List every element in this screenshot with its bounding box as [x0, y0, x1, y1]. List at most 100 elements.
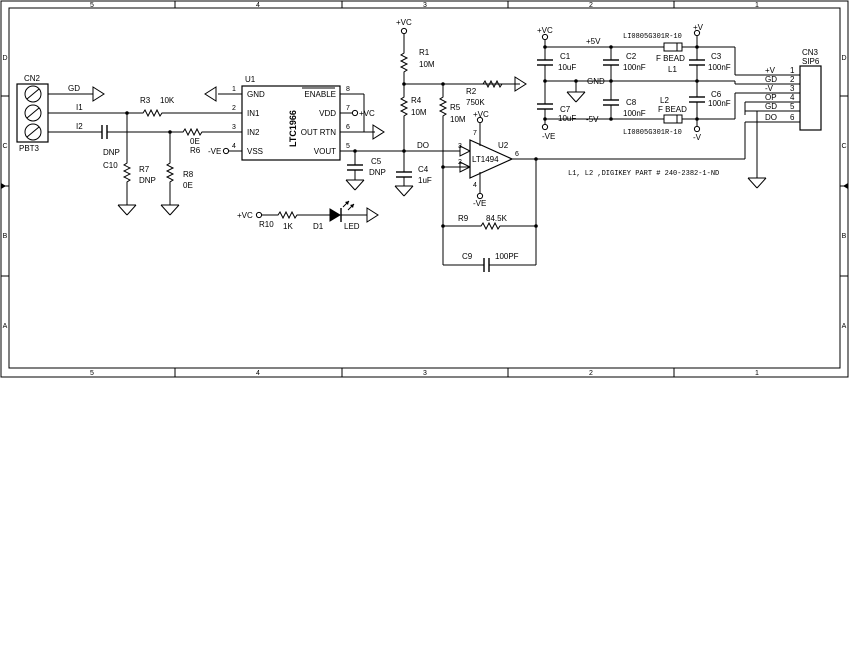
u1-part: LTC1966 — [288, 110, 298, 147]
u1-pin8-name: ENABLE — [304, 90, 336, 99]
frame-row-right-D: D — [841, 55, 846, 62]
cn3-pin1-num: 1 — [790, 66, 795, 75]
net-label-i2: I2 — [76, 122, 83, 131]
cn3-pin5-net: GD — [765, 102, 777, 111]
cn3-pin3-num: 3 — [790, 84, 795, 93]
l2-ref: L2 — [660, 96, 669, 105]
c6-ref: C6 — [711, 90, 722, 99]
u1-pin2-num: 2 — [232, 105, 236, 112]
c3-value: 100nF — [708, 63, 731, 72]
part-note: L1, L2 ,DIGIKEY PART # 240-2382-1-ND — [568, 170, 719, 178]
wire-i1: I1 R3 10K R7 DNP — [48, 96, 218, 216]
u1-pin5-name: VOUT — [314, 147, 336, 156]
cn3-ref: CN3 — [802, 48, 819, 57]
supply-5v-pos: +5V — [586, 37, 601, 46]
frame-col-bottom-3: 3 — [423, 370, 427, 377]
frame-col-top-1: 1 — [755, 2, 759, 9]
c7-ref: C7 — [560, 105, 571, 114]
r9-ref: R9 — [458, 214, 469, 223]
u1-vss-net: -VE — [208, 147, 221, 156]
frame-col-top-2: 2 — [589, 2, 593, 9]
frame-col-bottom-5: 5 — [90, 370, 94, 377]
frame-row-right-A: A — [842, 323, 847, 330]
u1-ref: U1 — [245, 75, 256, 84]
c8-ref: C8 — [626, 98, 637, 107]
wire-gd: GD — [48, 84, 105, 102]
u1-pin6-name: OUT RTN — [301, 128, 336, 137]
u2-pin-in-n: 2 — [458, 159, 462, 166]
cn3-connector: CN3 SIP6 1 2 3 4 5 6 +V GD -V OP GD DO — [765, 48, 822, 131]
c1-ref: C1 — [560, 52, 571, 61]
supply-gnd: GND — [587, 77, 605, 86]
r1-net: +VC — [396, 18, 412, 27]
r1-ref: R1 — [419, 48, 430, 57]
r10-net: +VC — [237, 211, 253, 220]
net-label-i1: I1 — [76, 103, 83, 112]
cn3-pin4-num: 4 — [790, 93, 795, 102]
c4-ref: C4 — [418, 165, 429, 174]
r9-value: 84.5K — [486, 214, 508, 223]
r10-value: 1K — [283, 222, 293, 231]
c1-value: 10uF — [558, 63, 576, 72]
r2-resistor: R2 750K — [441, 76, 527, 107]
u1-pin4-name: VSS — [247, 147, 263, 156]
u2-pin-in-p: 3 — [458, 143, 462, 150]
l2-value: F BEAD — [658, 105, 687, 114]
net-label-gd: GD — [68, 84, 80, 93]
u1-pin8-num: 8 — [346, 86, 350, 93]
drawing-frame: 5 4 3 2 1 5 4 3 2 1 D C B A D C B A — [0, 0, 849, 378]
cn3-pin2-num: 2 — [790, 75, 795, 84]
d1-ref: D1 — [313, 222, 324, 231]
c10-ref: C10 — [103, 161, 118, 170]
c4-value: 1uF — [418, 176, 432, 185]
u1-pin7-name: VDD — [319, 109, 336, 118]
frame-col-top-3: 3 — [423, 2, 427, 9]
c3-ref: C3 — [711, 52, 722, 61]
u2-net-vn: -VE — [473, 199, 486, 208]
r5-value: 10M — [450, 115, 466, 124]
l1-value: F BEAD — [656, 54, 685, 63]
cn3-pin1-net: +V — [765, 66, 776, 75]
cn3-pin6-net: DO — [765, 113, 777, 122]
l1-ref: L1 — [668, 65, 677, 74]
u2-pin-vp: 7 — [473, 130, 477, 137]
u1-pin6-num: 6 — [346, 124, 350, 131]
r8-ref: R8 — [183, 170, 194, 179]
cn3-pin2-net: GD — [765, 75, 777, 84]
r2-ref: R2 — [466, 87, 477, 96]
led-indicator: +VC R10 1K D1 LED — [237, 200, 379, 231]
u1-pin3-num: 3 — [232, 124, 236, 131]
frame-col-bottom-4: 4 — [256, 370, 260, 377]
c10-value: DNP — [103, 148, 120, 157]
r3-value: 10K — [160, 96, 175, 105]
frame-col-top-4: 4 — [256, 2, 260, 9]
frame-row-right-C: C — [841, 143, 846, 150]
frame-col-top-5: 5 — [90, 2, 94, 9]
supply-vc: +VC — [537, 26, 553, 35]
r3-ref: R3 — [140, 96, 151, 105]
frame-row-left-C: C — [2, 143, 7, 150]
c9-value: 100PF — [495, 252, 519, 261]
r10-ref: R10 — [259, 220, 274, 229]
c5-capacitor: C5 DNP — [345, 149, 386, 191]
u1-pin4-num: 4 — [232, 143, 236, 150]
d1-value: LED — [344, 222, 360, 231]
l2-part: LI0805G301R-10 — [623, 129, 682, 137]
supply-vn: -V — [693, 133, 702, 142]
cn2-ref: CN2 — [24, 74, 41, 83]
u2-pin-out: 6 — [515, 151, 519, 158]
u1-pin5-num: 5 — [346, 143, 350, 150]
u2-amplifier-stage: R5 10M LT1494 U2 3 2 6 7 4 +VC -VE R9 84… — [439, 84, 785, 272]
u2-ref: U2 — [498, 141, 509, 150]
cn3-part: SIP6 — [802, 57, 820, 66]
u2-pin-vn: 4 — [473, 182, 477, 189]
cn2-part: PBT3 — [19, 144, 40, 153]
u1-pin1-name: GND — [247, 90, 265, 99]
cn3-pin4-net: OP — [765, 93, 777, 102]
r4-ref: R4 — [411, 96, 422, 105]
u2-part: LT1494 — [472, 155, 499, 164]
u1-pin3-name: IN2 — [247, 128, 260, 137]
l1-part: LI0805G301R-10 — [623, 33, 682, 41]
r2-value: 750K — [466, 98, 485, 107]
